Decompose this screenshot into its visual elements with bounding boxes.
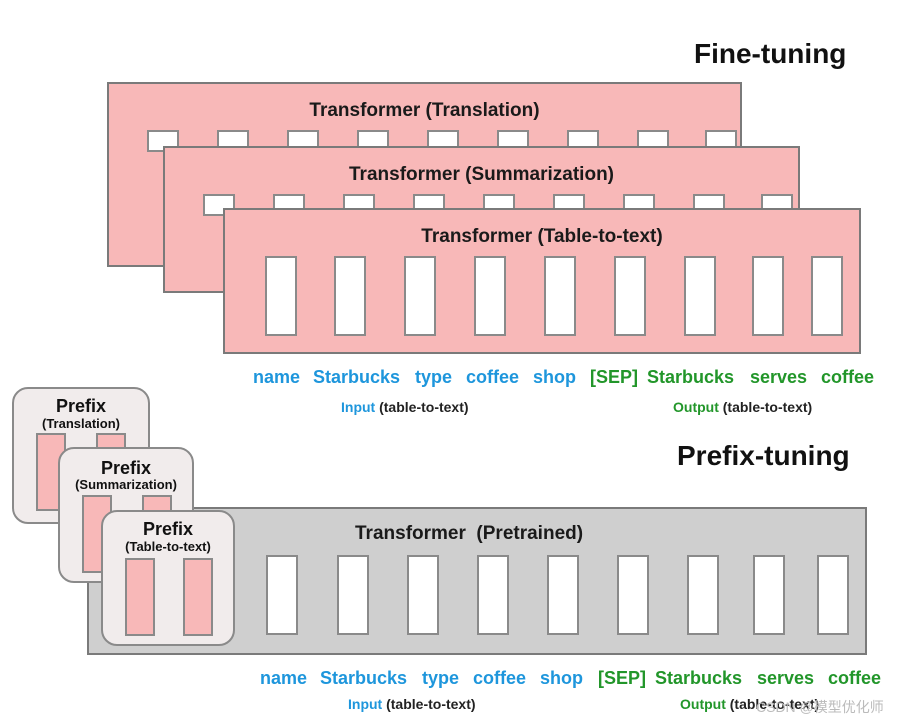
pt-token-coffee-out: coffee bbox=[828, 668, 882, 688]
ft-token-coffee-out: coffee bbox=[821, 367, 875, 387]
slot bbox=[687, 555, 719, 635]
ft-token-shop: shop bbox=[533, 367, 576, 387]
ft-token-serves: serves bbox=[750, 367, 808, 387]
ft-token-name: name bbox=[253, 367, 301, 387]
ft-input-rest: (table-to-text) bbox=[379, 399, 469, 415]
slot bbox=[474, 256, 506, 336]
pt-input-caption: Input (table-to-text) bbox=[348, 696, 476, 712]
slot bbox=[817, 555, 849, 635]
ft-token-type: type bbox=[415, 367, 453, 387]
pt-token-sep: [SEP] bbox=[598, 668, 647, 688]
transformer-panel-table-to-text: Transformer (Table-to-text) bbox=[223, 208, 861, 354]
panel-title-pretrained: Transformer (Pretrained) bbox=[355, 523, 584, 544]
ft-token-starbucks-out: Starbucks bbox=[647, 367, 735, 387]
panel-title-translation: Transformer (Translation) bbox=[309, 100, 540, 121]
prefixtuning-title: Prefix-tuning bbox=[677, 440, 850, 471]
ft-output-word: Output bbox=[673, 399, 719, 415]
prefix-title: Prefix bbox=[142, 519, 194, 539]
slot bbox=[614, 256, 646, 336]
ft-output-rest: (table-to-text) bbox=[722, 399, 813, 415]
watermark: CSDN @模型优化师 bbox=[756, 699, 884, 715]
panel-title-summarization: Transformer (Summarization) bbox=[349, 164, 614, 185]
slot bbox=[404, 256, 436, 336]
prefix-title: Prefix bbox=[55, 396, 107, 416]
slot bbox=[617, 555, 649, 635]
slot bbox=[477, 555, 509, 635]
ft-token-sep: [SEP] bbox=[590, 367, 639, 387]
pt-token-name: name bbox=[260, 668, 308, 688]
prefix-subtitle: (Table-to-text) bbox=[125, 539, 211, 554]
slot bbox=[547, 555, 579, 635]
prefix-slot bbox=[125, 558, 155, 636]
ft-input-caption: Input (table-to-text) bbox=[341, 399, 469, 415]
pt-output-caption: Output (table-to-text) bbox=[680, 696, 819, 712]
ft-token-starbucks: Starbucks bbox=[313, 367, 401, 387]
pt-token-type: type bbox=[422, 668, 460, 688]
slot bbox=[334, 256, 366, 336]
slot bbox=[266, 555, 298, 635]
pt-token-serves: serves bbox=[757, 668, 815, 688]
slot bbox=[544, 256, 576, 336]
pt-input-rest: (table-to-text) bbox=[386, 696, 476, 712]
prefix-subtitle: (Translation) bbox=[41, 416, 120, 431]
panel-title-table-to-text: Transformer (Table-to-text) bbox=[421, 226, 663, 247]
slot bbox=[407, 555, 439, 635]
slot bbox=[752, 256, 784, 336]
prefix-card-table-to-text: Prefix (Table-to-text) bbox=[101, 510, 235, 646]
pt-token-starbucks: Starbucks bbox=[320, 668, 408, 688]
prefix-slot bbox=[183, 558, 213, 636]
slot bbox=[337, 555, 369, 635]
ft-token-coffee: coffee bbox=[466, 367, 520, 387]
prefix-title: Prefix bbox=[100, 458, 152, 478]
slot bbox=[265, 256, 297, 336]
pt-token-coffee: coffee bbox=[473, 668, 527, 688]
prefix-subtitle: (Summarization) bbox=[75, 477, 177, 492]
pt-output-word: Output bbox=[680, 696, 726, 712]
pt-token-shop: shop bbox=[540, 668, 583, 688]
slot bbox=[753, 555, 785, 635]
ft-input-word: Input bbox=[341, 399, 376, 415]
finetuning-title: Fine-tuning bbox=[694, 38, 847, 69]
pt-input-word: Input bbox=[348, 696, 383, 712]
ft-output-caption: Output (table-to-text) bbox=[673, 399, 812, 415]
pt-token-starbucks-out: Starbucks bbox=[655, 668, 743, 688]
slot bbox=[811, 256, 843, 336]
slot bbox=[684, 256, 716, 336]
pt-output-rest: (table-to-text) bbox=[729, 696, 820, 712]
